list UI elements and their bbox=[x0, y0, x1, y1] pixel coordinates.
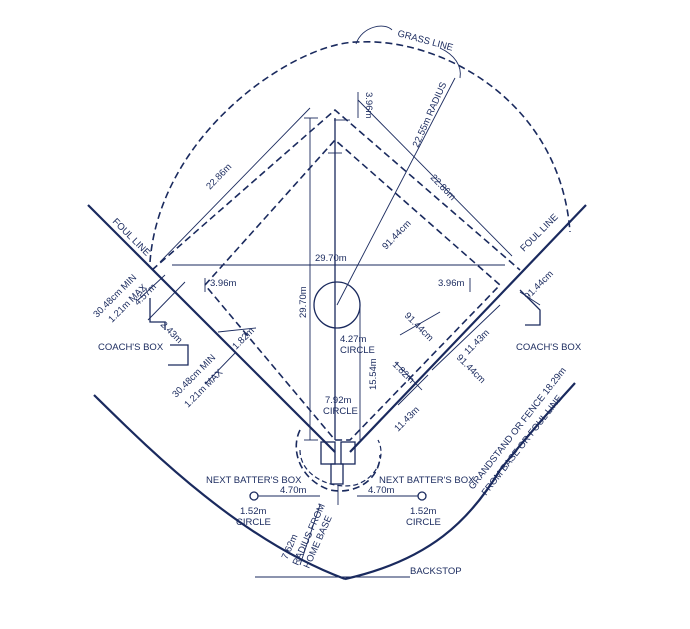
circle-792-word: CIRCLE bbox=[323, 406, 358, 417]
grass-line-pointer bbox=[355, 25, 393, 45]
right-1143b-dim bbox=[397, 374, 429, 406]
top-gap-label: 3.96m bbox=[363, 92, 374, 118]
next-batter-right-label: NEXT BATTER'S BOX bbox=[379, 475, 475, 486]
backstop-arc bbox=[93, 394, 346, 581]
grandstand-1: GRANDSTAND OR FENCE 18.29m bbox=[467, 365, 569, 492]
home-plate bbox=[330, 463, 344, 485]
grass-line-pointer-2 bbox=[439, 47, 461, 79]
circle-left-value: 1.52m bbox=[240, 506, 266, 517]
right-1143b-label: 11.43m bbox=[392, 404, 422, 434]
next-batter-left-label: NEXT BATTER'S BOX bbox=[206, 475, 302, 486]
center-circle-value: 4.27m bbox=[340, 334, 366, 345]
foul-line-right bbox=[349, 204, 587, 453]
dist-left-470-label: 4.70m bbox=[280, 485, 306, 496]
right-arrow-label: 3.96m bbox=[438, 278, 464, 289]
coach-box-left-label: COACH'S BOX bbox=[98, 342, 164, 353]
left-diag-top-label: 22.86m bbox=[204, 162, 234, 192]
right-182-label: 1.82m bbox=[390, 359, 417, 386]
right-9144b-label: 91.44cm bbox=[402, 310, 436, 344]
circle-left-word: CIRCLE bbox=[236, 517, 271, 528]
batter-box-right bbox=[340, 441, 356, 465]
right-9144b-dim bbox=[399, 311, 441, 336]
circle-right-value: 1.52m bbox=[410, 506, 436, 517]
home-circle bbox=[299, 439, 382, 487]
backstop-arc-right bbox=[344, 382, 576, 581]
home-plate-dirt bbox=[295, 429, 381, 492]
left-min2-dim bbox=[204, 351, 237, 385]
width-mid-label: 29.70m bbox=[315, 253, 347, 264]
left-arrow-label: 3.96m bbox=[210, 278, 236, 289]
coach-box-right-shape bbox=[519, 289, 541, 326]
circle-right-word: CIRCLE bbox=[406, 517, 441, 528]
infield-diamond-inner bbox=[204, 138, 502, 441]
right-9144c-label: 91.44cm bbox=[454, 352, 488, 386]
right-diag-top-label: 22.86m bbox=[428, 172, 458, 202]
foul-line-left bbox=[87, 204, 336, 453]
next-batter-circle-right bbox=[417, 491, 427, 501]
next-batter-circle-left bbox=[249, 491, 259, 501]
batter-box-left bbox=[320, 441, 336, 465]
dist-right-470-label: 4.70m bbox=[368, 485, 394, 496]
height-1554-label: 15.54m bbox=[368, 358, 379, 390]
left-min-dim bbox=[137, 274, 166, 301]
height-mid-label: 29.70m bbox=[298, 286, 309, 318]
coach-box-right-label: COACH'S BOX bbox=[516, 342, 582, 353]
grass-line-label: GRASS LINE bbox=[396, 28, 454, 53]
infield-diamond-outer bbox=[151, 108, 521, 271]
foul-line-left-label: FOUL LINE bbox=[110, 216, 152, 258]
right-9144a-label: 91.44cm bbox=[522, 269, 556, 303]
backstop-label: BACKSTOP bbox=[410, 566, 462, 577]
grandstand-2: FROM BASE OR FOUL LINE bbox=[480, 393, 565, 498]
base-path-left-label: 91.44cm bbox=[380, 218, 413, 252]
circle-792-value: 7.92m bbox=[325, 395, 351, 406]
right-1143a-dim bbox=[431, 304, 501, 371]
foul-line-right-label: FOUL LINE bbox=[518, 212, 560, 254]
center-circle-word: CIRCLE bbox=[340, 345, 375, 356]
dim-line-left-top bbox=[159, 107, 311, 263]
radius-label: 22.55m RADIUS bbox=[411, 81, 450, 150]
coach-box-left-shape bbox=[149, 298, 166, 330]
left-457-dim bbox=[147, 281, 186, 321]
radius-line bbox=[336, 77, 456, 306]
coach-box-left-shape-2 bbox=[168, 344, 189, 366]
left-182-dim bbox=[217, 327, 257, 333]
dim-line-right-top bbox=[357, 99, 513, 257]
grass-line-arc bbox=[149, 41, 571, 263]
right-9144a-dim bbox=[519, 291, 541, 306]
right-1143a-label: 11.43m bbox=[462, 327, 492, 357]
home-radius-line bbox=[299, 504, 321, 566]
